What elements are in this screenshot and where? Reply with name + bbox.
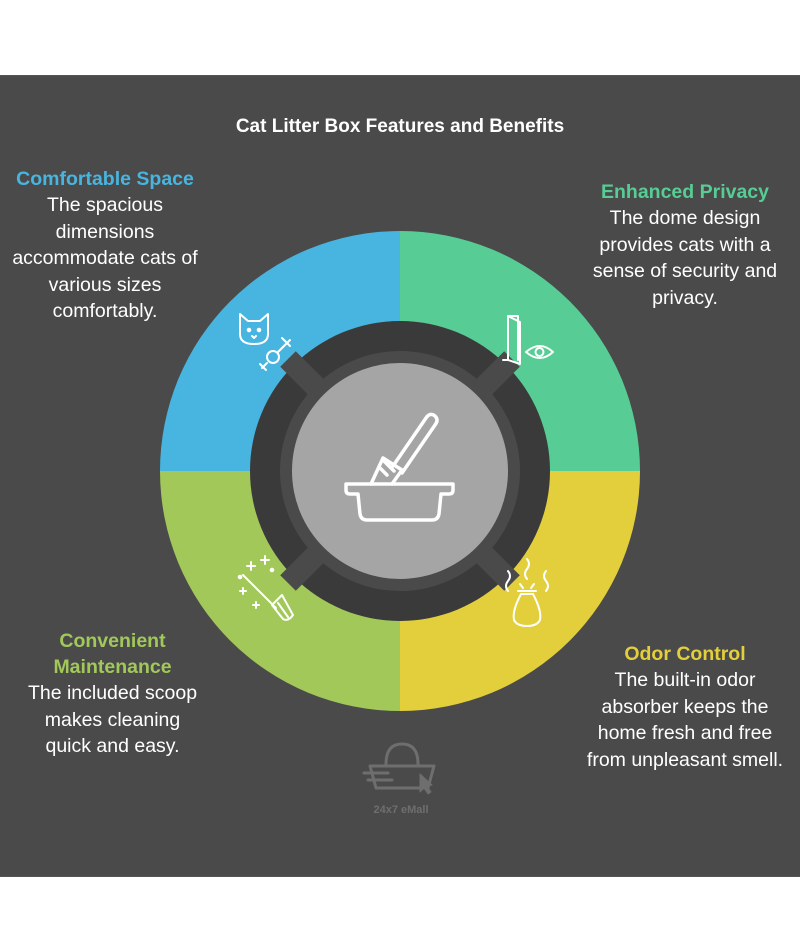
watermark-text: 24x7 eMall <box>373 804 429 816</box>
feature-description: The included scoop makes cleaning quick … <box>27 682 198 757</box>
feature-description: The spacious dimensions accommodate cats… <box>12 194 198 322</box>
sparkling-broom-icon <box>237 555 294 621</box>
litter-box-with-scoop-icon <box>344 412 455 522</box>
smelly-bag-icon <box>505 558 549 627</box>
feature-description: The dome design provides cats with a sen… <box>592 207 778 309</box>
feature-enhanced-privacy: Enhanced Privacy The dome design provide… <box>580 179 790 311</box>
feature-heading: Enhanced Privacy <box>601 181 769 203</box>
feature-heading: Convenient Maintenance <box>53 630 172 678</box>
cat-face-with-female-symbol-icon <box>239 313 291 371</box>
feature-comfortable-space: Comfortable Space The spacious dimension… <box>10 166 200 325</box>
feature-convenient-maintenance: Convenient Maintenance The included scoo… <box>20 628 205 760</box>
feature-wheel <box>160 231 640 795</box>
door-with-eye-icon <box>502 315 554 365</box>
feature-odor-control: Odor Control The built-in odor absorber … <box>580 641 790 773</box>
feature-description: The built-in odor absorber keeps the hom… <box>586 669 784 771</box>
feature-heading: Odor Control <box>624 643 746 665</box>
infographic-panel: Cat Litter Box Features and Benefits <box>0 75 800 877</box>
shopping-basket-icon <box>362 742 436 795</box>
diagram-title: Cat Litter Box Features and Benefits <box>235 116 565 137</box>
feature-heading: Comfortable Space <box>16 168 194 190</box>
